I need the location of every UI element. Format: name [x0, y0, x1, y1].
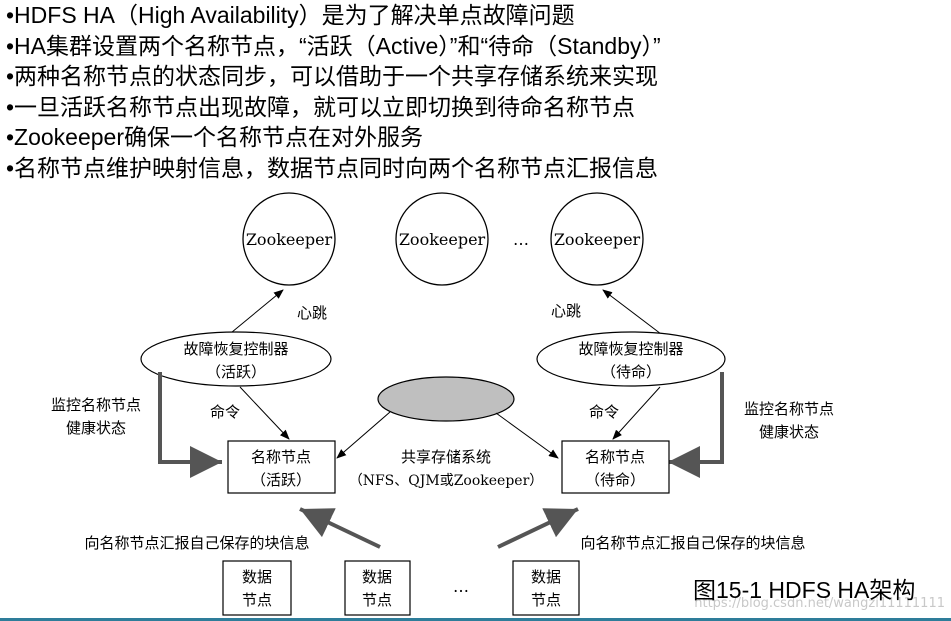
shared-storage-subtitle: （NFS、QJM或Zookeeper） — [349, 473, 544, 489]
datanode-ellipsis: … — [453, 577, 469, 596]
datanode-label: 节点 — [362, 591, 392, 609]
zookeeper-label: Zookeeper — [554, 230, 641, 249]
failover-controller-active: 故障恢复控制器 （活跃） — [140, 331, 332, 387]
report-label: 向名称节点汇报自己保存的块信息 — [84, 534, 309, 552]
datanode: 数据 节点 — [512, 560, 580, 616]
datanode-label: 数据 — [362, 568, 392, 586]
zookeeper-label: Zookeeper — [399, 230, 486, 249]
heartbeat-arrow — [602, 289, 666, 338]
bullet-item: •名称节点维护映射信息，数据节点同时向两个名称节点汇报信息 — [6, 154, 659, 181]
bullet-item: •HDFS HA（High Availability）是为了解决单点故障问题 — [6, 2, 575, 28]
bullet-item: •两种名称节点的状态同步，可以借助于一个共享存储系统来实现 — [6, 63, 659, 89]
namenode-label: 名称节点 — [251, 448, 311, 466]
bullet-item: •一旦活跃名称节点出现故障，就可以立即切换到待命名称节点 — [6, 93, 636, 120]
datanode-label: 数据 — [242, 568, 272, 586]
monitor-label: 健康状态 — [759, 423, 819, 441]
failover-state: （待命） — [601, 363, 661, 381]
bullet-list: •HDFS HA（High Availability）是为了解决单点故障问题 •… — [6, 0, 946, 183]
zookeeper-node: Zookeeper — [395, 192, 489, 286]
namenode-standby: 名称节点 （待命） — [561, 440, 670, 494]
report-arrow — [299, 507, 381, 549]
figure-caption: 图15-1 HDFS HA架构 — [693, 577, 916, 603]
heartbeat-arrow — [225, 289, 284, 338]
monitor-arrow — [158, 372, 222, 478]
command-label: 命令 — [210, 403, 240, 421]
zookeeper-node: Zookeeper — [550, 192, 644, 286]
heartbeat-label: 心跳 — [551, 302, 581, 320]
command-label: 命令 — [589, 403, 619, 421]
zookeeper-ellipsis: … — [513, 230, 529, 249]
shared-storage-icon — [377, 376, 515, 422]
monitor-label: 健康状态 — [66, 419, 126, 437]
storage-arrow — [336, 411, 391, 459]
namenode-state: （活跃） — [251, 471, 311, 489]
monitor-label: 监控名称节点 — [51, 396, 141, 414]
namenode-active: 名称节点 （活跃） — [227, 440, 336, 494]
failover-label: 故障恢复控制器 — [578, 340, 683, 358]
failover-label: 故障恢复控制器 — [183, 340, 288, 358]
datanode-label: 节点 — [531, 591, 561, 609]
bullet-item: •HA集群设置两个名称节点，“活跃（Active）”和“待命（Standby）” — [6, 32, 661, 59]
command-arrow — [612, 386, 661, 440]
watermark: https://blog.csdn.net/wangzi11111111 — [694, 596, 945, 611]
shared-storage-label: 共享存储系统 — [401, 448, 491, 466]
heartbeat-label: 心跳 — [297, 304, 327, 322]
storage-arrow — [495, 412, 559, 459]
command-arrow — [239, 386, 290, 440]
namenode-label: 名称节点 — [585, 448, 645, 466]
report-arrow — [497, 507, 579, 549]
monitor-arrow — [668, 372, 724, 478]
zookeeper-node: Zookeeper — [242, 192, 336, 286]
bottom-divider — [0, 618, 951, 621]
datanode: 数据 节点 — [222, 560, 292, 616]
datanode-label: 数据 — [531, 568, 561, 586]
zookeeper-label: Zookeeper — [246, 230, 333, 249]
failover-state: （活跃） — [206, 363, 266, 381]
datanode: 数据 节点 — [344, 560, 411, 616]
namenode-state: （待命） — [585, 471, 645, 489]
failover-controller-standby: 故障恢复控制器 （待命） — [536, 331, 726, 387]
bullet-item: •Zookeeper确保一个名称节点在对外服务 — [6, 124, 424, 150]
report-label: 向名称节点汇报自己保存的块信息 — [580, 534, 805, 552]
datanode-label: 节点 — [242, 591, 272, 609]
monitor-label: 监控名称节点 — [744, 400, 834, 418]
